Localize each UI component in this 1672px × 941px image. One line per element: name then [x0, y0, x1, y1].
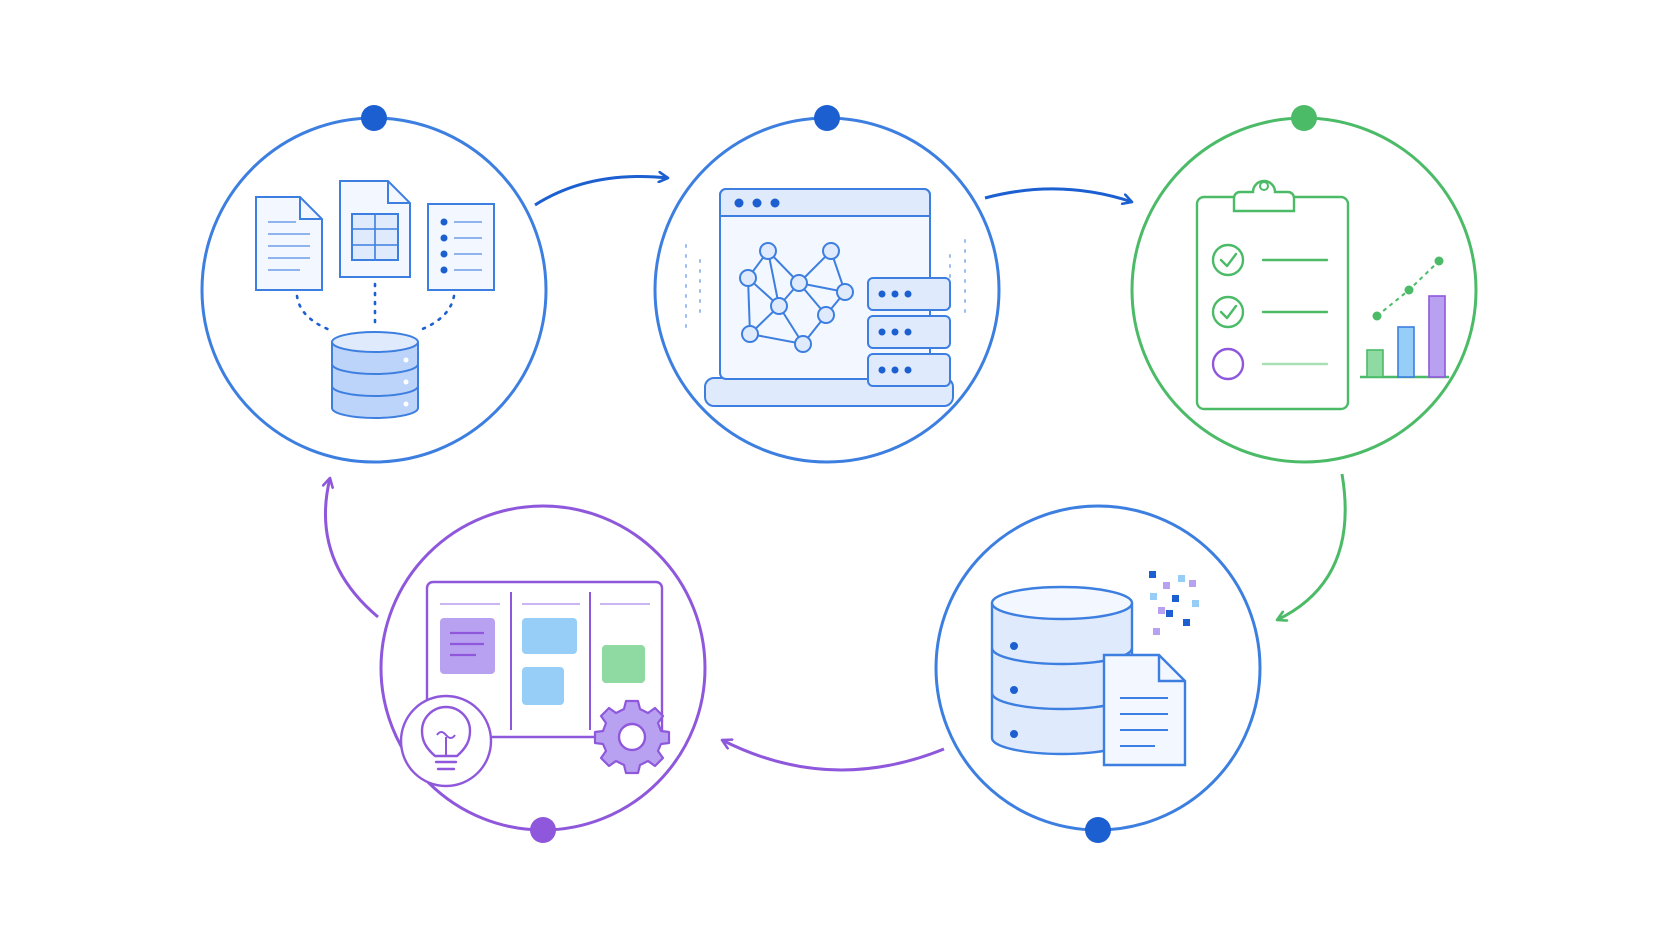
gear-icon	[593, 699, 671, 775]
stage-data-storage	[934, 504, 1262, 843]
stage-planning	[379, 504, 707, 843]
stage-data-sources	[200, 105, 548, 464]
document-icon	[1102, 653, 1187, 767]
database-icon	[331, 331, 419, 419]
kanban-board-icon	[425, 580, 664, 739]
text-document-icon	[255, 196, 323, 291]
arrow-storage-to-planning	[722, 740, 945, 772]
neural-network-icon	[739, 242, 854, 353]
spreadsheet-document-icon	[339, 180, 411, 278]
database-icon	[990, 585, 1134, 756]
clipboard-checklist-icon	[1195, 179, 1350, 411]
arrow-data-sources-to-model	[534, 177, 668, 207]
pixel-data-icon	[1149, 571, 1199, 635]
stage-evaluation	[1130, 105, 1478, 464]
arrow-evaluation-to-storage	[1277, 473, 1347, 620]
stage-node	[530, 817, 556, 843]
list-document-icon	[427, 203, 495, 291]
bar-chart-icon	[1360, 256, 1449, 379]
stage-node	[814, 105, 840, 131]
lightbulb-icon	[399, 694, 493, 788]
dotted-connector	[418, 294, 456, 332]
stage-node	[1085, 817, 1111, 843]
stage-model-processing	[653, 105, 1001, 464]
server-stack-icon	[867, 277, 951, 387]
arrow-planning-to-data-sources	[325, 478, 379, 619]
stage-node	[1291, 105, 1317, 131]
dotted-connector	[295, 294, 332, 332]
stage-node	[361, 105, 387, 131]
arrow-model-to-evaluation	[984, 187, 1132, 202]
